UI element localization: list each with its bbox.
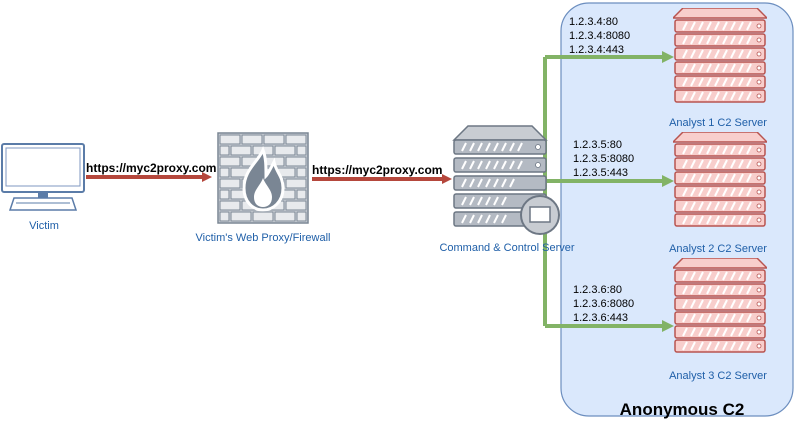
analyst-3-server: Analyst 3 C2 Server 1.2.3.6:80 1.2.3.6:8… xyxy=(573,258,767,382)
edge-label-victim-to-proxy: https://myc2proxy.com xyxy=(86,161,216,175)
analyst-3-address: 1.2.3.6:80 xyxy=(573,284,622,296)
analyst-1-label: Analyst 1 C2 Server xyxy=(669,117,767,129)
analyst-1-server: Analyst 1 C2 Server 1.2.3.4:80 1.2.3.4:8… xyxy=(569,8,767,129)
server-rack-icon xyxy=(673,8,767,103)
analyst-3-address: 1.2.3.6:8080 xyxy=(573,298,634,310)
analyst-2-server: Analyst 2 C2 Server 1.2.3.5:80 1.2.3.5:8… xyxy=(573,132,767,255)
analyst-1-address: 1.2.3.4:443 xyxy=(569,44,624,56)
proxy-label: Victim's Web Proxy/Firewall xyxy=(196,232,331,244)
analyst-3-label: Analyst 3 C2 Server xyxy=(669,370,767,382)
analyst-1-address: 1.2.3.4:8080 xyxy=(569,30,630,42)
green-connectors xyxy=(531,51,674,332)
analyst-1-address: 1.2.3.4:80 xyxy=(569,16,618,28)
server-rack-icon xyxy=(673,132,767,227)
region-label: Anonymous C2 xyxy=(620,400,745,419)
edge-label-proxy-to-c2: https://myc2proxy.com xyxy=(312,163,442,177)
server-rack-icon xyxy=(673,258,767,353)
analyst-3-address: 1.2.3.6:443 xyxy=(573,312,628,324)
analyst-2-label: Analyst 2 C2 Server xyxy=(669,243,767,255)
firewall-icon xyxy=(217,132,309,224)
analyst-2-address: 1.2.3.5:8080 xyxy=(573,153,634,165)
c2-label: Command & Control Server xyxy=(439,242,574,254)
victim-label: Victim xyxy=(29,220,59,232)
desktop-computer-icon xyxy=(1,143,85,211)
analyst-2-address: 1.2.3.5:80 xyxy=(573,139,622,151)
server-icon xyxy=(452,125,560,235)
analyst-2-address: 1.2.3.5:443 xyxy=(573,167,628,179)
